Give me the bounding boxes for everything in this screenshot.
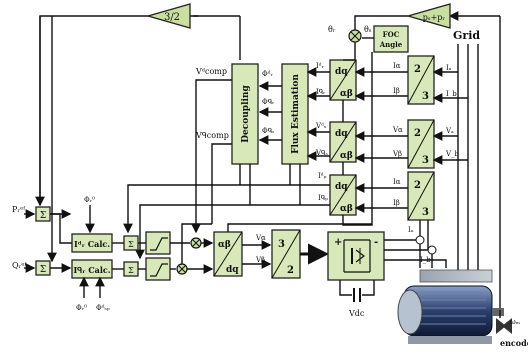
phi-ref-b2: Φᵈₛₚ (96, 304, 110, 312)
phi-ref-top: Φᵣ⁰ (84, 196, 95, 204)
sum-q: Σ (35, 260, 51, 276)
p-ref-label: Pᵣᵉᶠ (12, 205, 26, 214)
svg-text:dq: dq (335, 129, 348, 139)
theta-s-label: θₛ (364, 25, 372, 34)
dq-ab-block-1: dq αβ (329, 59, 357, 101)
ia-small-label: Iₐ (408, 226, 414, 234)
svg-text:dq: dq (335, 67, 348, 77)
encoder-label: encoder (500, 338, 528, 348)
ib-small-label: I_b (420, 256, 431, 264)
i-alpha-label: Iα (393, 62, 401, 70)
v-a-label: Vₐ (445, 127, 454, 135)
two-three-block-2: 2 3 (407, 119, 435, 169)
flux-estimation-block: Flux Estimation (281, 63, 309, 165)
decoupling-block: Decoupling (231, 63, 259, 165)
svg-text:αβ: αβ (340, 151, 353, 161)
svg-text:3: 3 (422, 155, 429, 166)
svg-text:αβ: αβ (340, 89, 353, 99)
encoder-icon (496, 318, 512, 334)
v-b-label: V_b (445, 150, 460, 158)
i-a-label: Iₐ (446, 64, 452, 72)
dq-ab-block-2: dq αβ (329, 121, 357, 163)
vdc-label: Vdc (348, 309, 365, 318)
dq-ab-block-3: dq αβ (329, 174, 357, 216)
v-comp-d-label: Vᵈcomp (195, 67, 227, 76)
svg-text:3: 3 (278, 239, 285, 250)
svg-text:+: + (334, 237, 342, 248)
svg-text:αβ: αβ (218, 240, 231, 250)
ip-d-label: Iᵈₚ (318, 172, 327, 180)
sum-d-small: Σ (123, 235, 139, 251)
vcomp-add-d (190, 237, 202, 249)
three-two-block: 3 2 (271, 229, 301, 279)
phi-r-q-label: Φᑫᵣ (262, 98, 275, 106)
svg-text:dq: dq (335, 182, 348, 192)
i-alpha-p-label: Iα (393, 178, 401, 186)
svg-text:2: 2 (287, 265, 294, 276)
svg-text:pₛ+pᵣ: pₛ+pᵣ (423, 13, 446, 22)
svg-text:3/2: 3/2 (164, 12, 180, 23)
phi-r-d-label: Φᵈᵣ (262, 70, 274, 78)
svg-text:Σ: Σ (128, 240, 134, 249)
theta-r-label: θᵣ (328, 25, 336, 34)
svg-text:2: 2 (414, 128, 421, 139)
gain-3-2: 3/2 (145, 3, 191, 29)
ir-d-calc-block: Iᵈᵣ Calc. (71, 233, 113, 253)
svg-text:2: 2 (414, 180, 421, 191)
ir-q-calc-block: Iᑫᵣ Calc. (71, 259, 113, 279)
inverse-park-block: αβ dq (213, 231, 243, 277)
i-beta-p-label: Iβ (393, 199, 400, 207)
ir-q-label: Iᑫᵣ (316, 88, 326, 96)
phi-s-q-label: Φᑫₛ (262, 127, 275, 135)
svg-text:Flux Estimation: Flux Estimation (291, 74, 301, 154)
i-b-label: I_b (446, 90, 457, 98)
sum-p: Σ (35, 206, 51, 222)
angle-sum-junction (348, 29, 362, 43)
pi-controller-d (145, 231, 171, 255)
svg-text:αβ: αβ (340, 204, 353, 214)
svg-text:2: 2 (414, 64, 421, 75)
vs-d-label: Vᵈₛ (315, 122, 327, 130)
two-three-block-1: 2 3 (407, 55, 435, 105)
gain-pole-pairs: pₛ+pᵣ (405, 3, 451, 29)
q-ref-label: Qᵣᵉᶠ (12, 261, 27, 270)
svg-text:-: - (374, 237, 378, 248)
motor-image (397, 269, 504, 344)
v-beta-label: Vβ (392, 150, 402, 158)
grid-label: Grid (453, 29, 480, 42)
phi-ref-b1: Φᵣ⁰ (76, 304, 87, 312)
v-beta-out-label: Vβ (255, 256, 265, 264)
v-alpha-label: Vα (392, 126, 403, 134)
vs-q-label: Vᑫₛ (315, 149, 328, 157)
svg-text:3: 3 (422, 207, 429, 218)
pi-controller-q (145, 257, 171, 281)
ir-d-label: Iᵈᵣ (316, 62, 325, 70)
svg-text:Σ: Σ (40, 265, 46, 275)
svg-text:Σ: Σ (128, 266, 134, 275)
svg-text:Decoupling: Decoupling (241, 85, 251, 143)
svg-text:FOC: FOC (383, 30, 400, 39)
sum-q-small: Σ (123, 261, 139, 277)
foc-angle-block: FOC Angle (373, 25, 409, 53)
ip-q-label: Iᑫₚ (318, 194, 328, 202)
omega-m-label: ωₘ (510, 318, 521, 326)
svg-text:Iᵈᵣ Calc.: Iᵈᵣ Calc. (74, 239, 110, 249)
v-alpha-out-label: Vα (255, 234, 266, 242)
svg-text:Σ: Σ (40, 211, 46, 221)
vcomp-add-q (176, 263, 188, 275)
i-beta-label: Iβ (393, 87, 400, 95)
inverter-block: + - (327, 231, 385, 281)
svg-text:dq: dq (226, 265, 239, 275)
v-comp-q-label: Vᑫcomp (195, 131, 229, 140)
two-three-block-3: 2 3 (407, 171, 435, 221)
svg-text:Iᑫᵣ Calc.: Iᑫᵣ Calc. (73, 265, 110, 275)
svg-text:3: 3 (422, 91, 429, 102)
svg-text:Angle: Angle (379, 40, 403, 49)
